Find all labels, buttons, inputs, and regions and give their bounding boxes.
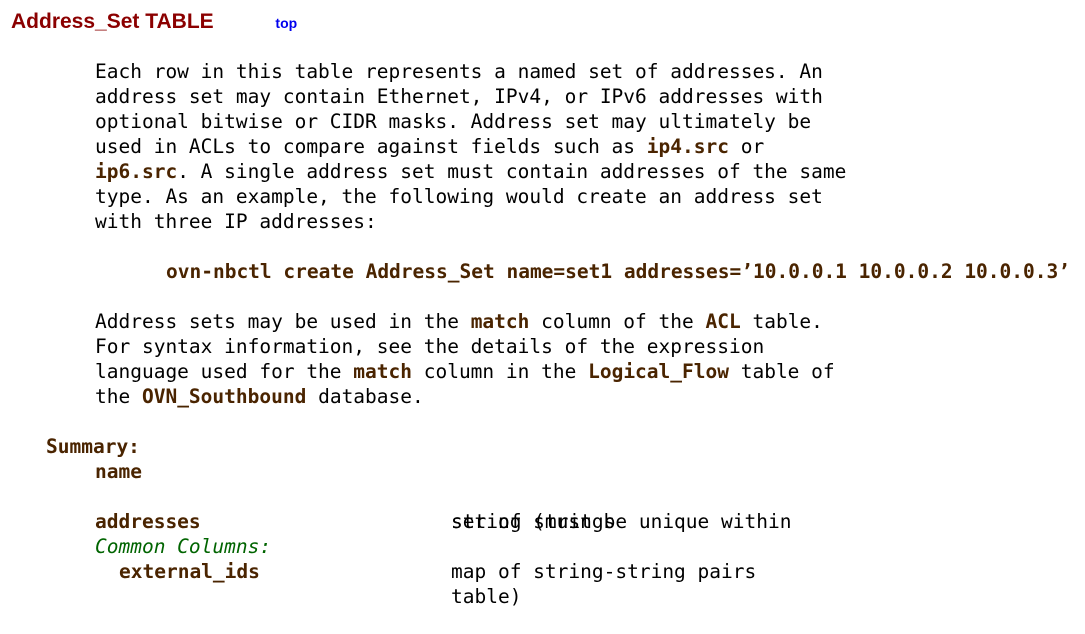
summary-column-type: map of string-string pairs xyxy=(451,560,757,583)
description-paragraph: Each row in this table represents a name… xyxy=(95,59,846,234)
summary-column-type: set of strings xyxy=(451,510,616,533)
column-reference: OVN_Southbound xyxy=(141,385,307,408)
text-line: optional bitwise or CIDR masks. Address … xyxy=(95,110,812,133)
type-line: string (must be unique within xyxy=(451,510,792,533)
text-line: type. As an example, the following would… xyxy=(95,185,823,208)
text-line: the OVN_Southbound database. xyxy=(95,385,424,408)
table-title: Address_Set TABLE xyxy=(11,10,214,33)
text-line: Each row in this table represents a name… xyxy=(95,60,823,83)
text-line: with three IP addresses: xyxy=(95,210,377,233)
summary-column-name[interactable]: name xyxy=(95,460,142,483)
summary-heading: Summary: xyxy=(46,435,140,458)
column-reference: ACL xyxy=(705,310,741,333)
text-line: address set may contain Ethernet, IPv4, … xyxy=(95,85,823,108)
usage-paragraph: Address sets may be used in the match co… xyxy=(95,309,835,409)
top-link[interactable]: top xyxy=(275,15,298,31)
column-reference: Logical_Flow xyxy=(588,360,729,383)
column-reference: match xyxy=(353,360,412,383)
summary-column-name[interactable]: external_ids xyxy=(119,560,260,583)
column-reference: match xyxy=(470,310,530,333)
example-command: ovn-nbctl create Address_Set name=set1 a… xyxy=(166,260,1070,283)
text-line: used in ACLs to compare against fields s… xyxy=(95,135,765,158)
text-line: For syntax information, see the details … xyxy=(95,335,765,358)
table-header: Address_Set TABLE top xyxy=(11,10,297,38)
summary-column-type: string (must be unique within table) xyxy=(451,459,791,634)
text-line: ip6.src. A single address set must conta… xyxy=(95,160,847,183)
common-columns-heading: Common Columns: xyxy=(95,535,272,558)
text-line: language used for the match column in th… xyxy=(95,360,835,383)
text-line: Address sets may be used in the match co… xyxy=(95,310,823,333)
column-reference: ip6.src xyxy=(95,160,178,183)
summary-column-name[interactable]: addresses xyxy=(95,510,201,533)
column-reference: ip4.src xyxy=(646,135,729,158)
